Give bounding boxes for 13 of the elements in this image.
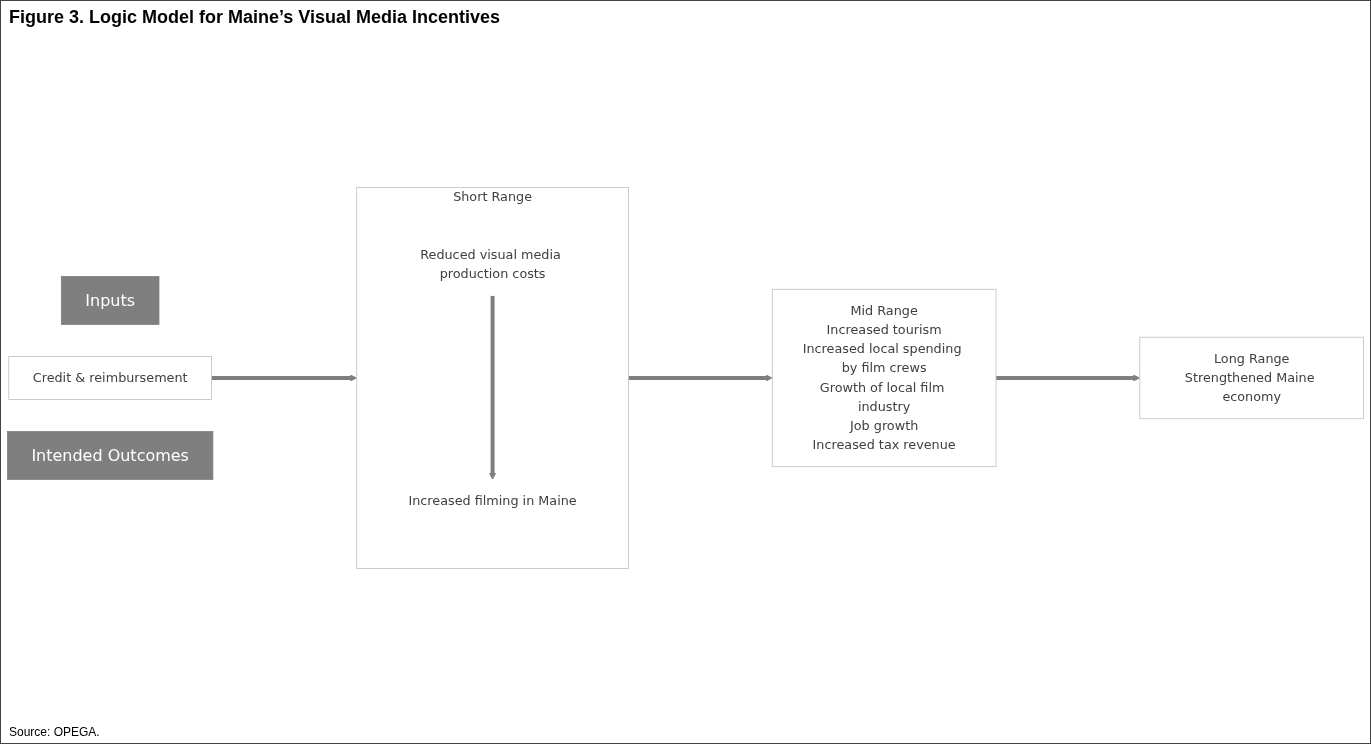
node-box: Inputs bbox=[60, 275, 160, 325]
node-text: Reduced visual media production costs bbox=[420, 246, 561, 281]
node-box: Long Range Strengthened Maine economy bbox=[1139, 336, 1364, 419]
arrow bbox=[489, 295, 497, 480]
arrow bbox=[211, 374, 358, 381]
node-box: Intended Outcomes bbox=[7, 430, 214, 480]
node-text: Increased filming in Maine bbox=[408, 492, 577, 508]
node-box: Mid Range Increased tourism Increased local spending by film crews Growth of local film industry Job growth Increased tax revenue bbox=[771, 288, 997, 467]
arrow bbox=[996, 374, 1141, 381]
arrow bbox=[628, 374, 773, 381]
node-box: Credit & reimbursement bbox=[8, 355, 212, 400]
source-caption: Source: OPEGA. bbox=[8, 724, 101, 741]
figure-title: Figure 3. Logic Model for Maine’s Visual Media Incentives bbox=[8, 6, 502, 29]
